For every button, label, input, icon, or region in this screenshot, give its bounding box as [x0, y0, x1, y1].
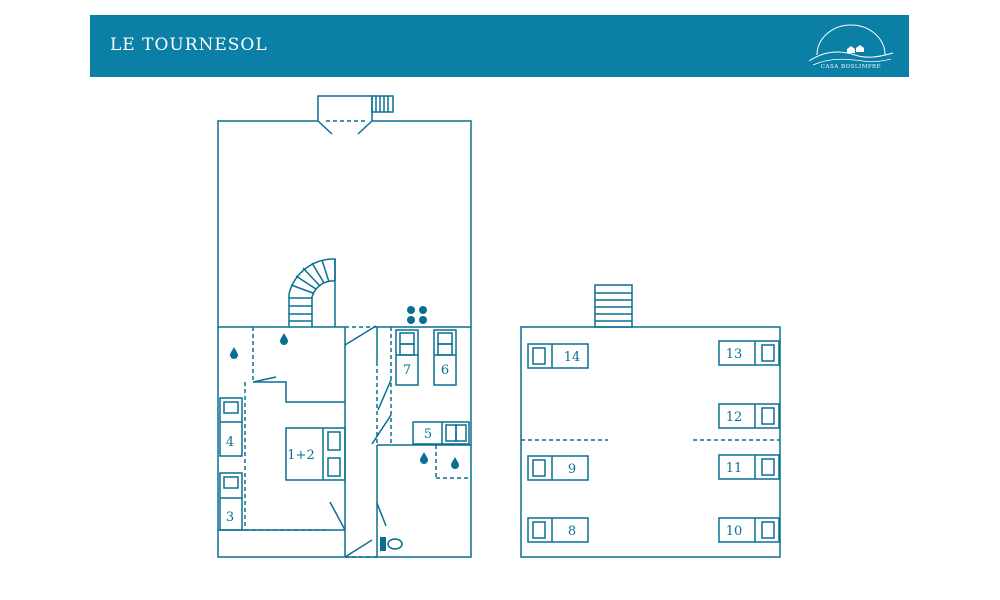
bed-5 — [412, 421, 470, 445]
bed-9 — [527, 455, 589, 481]
bed-13 — [718, 340, 780, 366]
upper-floor-plan: 14 9 8 13 12 11 10 — [520, 284, 781, 558]
upper-staircase — [594, 284, 633, 328]
stove-icon — [407, 306, 427, 324]
room-label-1-2: 1+2 — [287, 448, 314, 463]
water-drop-icon — [451, 457, 459, 469]
room-label-9: 9 — [568, 462, 576, 477]
room-label-5: 5 — [424, 427, 432, 442]
bed-10 — [718, 517, 780, 543]
interior-wall — [253, 381, 345, 403]
room-label-12: 12 — [726, 410, 743, 425]
bed-7 — [395, 329, 419, 386]
door-leaf — [357, 120, 373, 135]
bed-14 — [527, 343, 589, 369]
bed-11 — [718, 454, 780, 480]
spiral-staircase — [288, 258, 336, 327]
room-label-8: 8 — [568, 524, 576, 539]
room-label-10: 10 — [726, 524, 743, 539]
double-bed-1-2 — [285, 427, 346, 481]
ground-floor-plan: 1+2 3 4 5 6 7 — [217, 95, 472, 558]
bed-12 — [718, 403, 780, 429]
page-title: LE TOURNESOL — [110, 35, 268, 55]
hills-house-logo-icon — [808, 24, 894, 66]
toilet-icon — [380, 537, 403, 551]
room-label-11: 11 — [726, 461, 743, 476]
page-header: LE TOURNESOL CASA BOSLIMPRÉ — [90, 15, 909, 77]
door-leaf — [317, 120, 333, 135]
bed-4 — [219, 397, 243, 457]
bed-6 — [433, 329, 457, 386]
room-label-3: 3 — [226, 510, 234, 525]
entrance-steps — [371, 95, 394, 113]
room-label-6: 6 — [441, 363, 449, 378]
bed-8 — [527, 517, 589, 543]
room-boundaries — [244, 326, 471, 558]
water-drop-icon — [280, 333, 288, 345]
room-label-4: 4 — [226, 435, 234, 450]
door-swings — [252, 325, 392, 558]
logo-text: CASA BOSLIMPRÉ — [820, 64, 882, 70]
entrance-porch — [317, 95, 373, 121]
water-drop-icon — [420, 452, 428, 464]
room-label-7: 7 — [403, 363, 411, 378]
bed-3 — [219, 472, 243, 531]
brand-logo: CASA BOSLIMPRÉ — [803, 19, 899, 73]
room-label-13: 13 — [726, 347, 743, 362]
upper-floor-walls — [520, 326, 781, 558]
water-drop-icon — [230, 347, 238, 359]
room-label-14: 14 — [564, 350, 581, 365]
